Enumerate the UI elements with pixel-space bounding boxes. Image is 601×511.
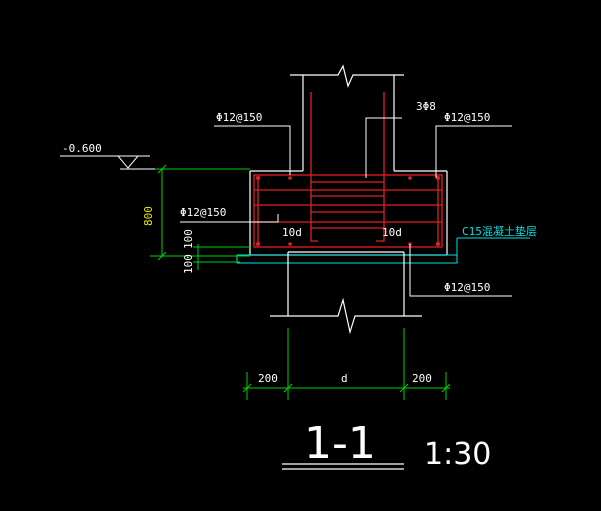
pile-outline — [270, 251, 422, 335]
leader-lines — [60, 117, 512, 297]
rebar-label-top-left: Φ12@150 — [216, 111, 262, 124]
title-underline — [282, 463, 404, 470]
dimension-bottom-left: 200 — [258, 372, 278, 385]
cushion-layer-label: C15混凝土垫层 — [462, 224, 537, 238]
rebar-label-mid-left: Φ12@150 — [180, 206, 226, 219]
dimension-lines — [150, 164, 451, 400]
elevation-label: -0.600 — [62, 142, 102, 155]
cushion-layer — [236, 237, 530, 264]
rebar-label-stirrup: 3Φ8 — [416, 100, 436, 113]
section-title: 1-1 — [304, 418, 376, 469]
dimension-bottom-right: 200 — [412, 372, 432, 385]
dimension-side-100-bottom: 100 — [182, 254, 195, 274]
footing-outline — [249, 170, 448, 256]
rebar-cage — [253, 92, 443, 248]
column-outline — [290, 64, 404, 171]
dimension-side-100-top: 100 — [182, 229, 195, 249]
rebar-dots — [255, 175, 441, 247]
dimension-height: 800 — [142, 206, 155, 226]
anchor-label-right: 10d — [382, 226, 402, 239]
anchor-label-left: 10d — [282, 226, 302, 239]
scale-label: 1:30 — [424, 437, 491, 472]
dimension-bottom-middle: d — [341, 372, 348, 385]
rebar-label-bottom-right: Φ12@150 — [444, 281, 490, 294]
rebar-label-top-right: Φ12@150 — [444, 111, 490, 124]
